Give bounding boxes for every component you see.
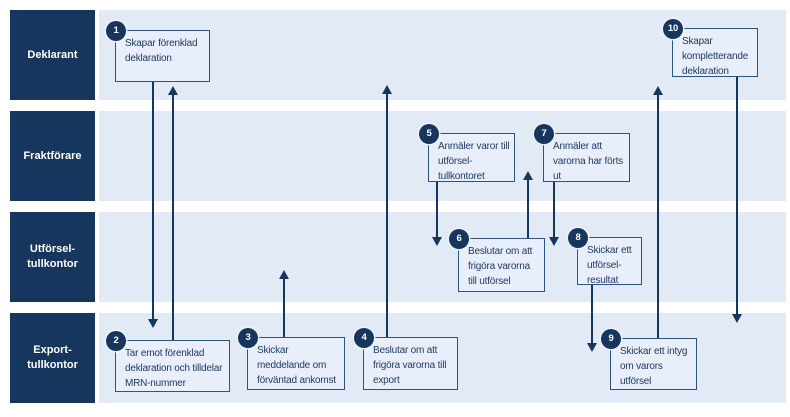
- arrowhead-icon: [278, 270, 289, 279]
- step-2-box: 2 Tar emot förenklad deklaration och til…: [106, 331, 230, 392]
- step-1-box: 1 Skapar förenklad deklaration: [106, 21, 210, 82]
- connector-from-step-7-down: [548, 182, 560, 246]
- connector-from-step-8-down: [586, 285, 598, 352]
- step-9-number-badge: 9: [601, 329, 621, 349]
- step-5-box: 5 Anmäler varor till utförsel-tullkontor…: [419, 124, 515, 182]
- connector-from-step-2-up: [167, 86, 179, 340]
- arrowhead-icon: [548, 237, 559, 246]
- step-5-text: Anmäler varor till utförsel-tullkontoret: [438, 141, 510, 182]
- connector-line: [735, 77, 738, 315]
- step-3-box: 3 Skickar meddelande om förväntad ankoms…: [238, 328, 345, 390]
- step-10-text: Skapar kompletterande deklaration: [682, 36, 749, 77]
- connector-line: [171, 94, 174, 340]
- arrowhead-icon: [431, 237, 442, 246]
- connector-line: [590, 285, 593, 344]
- step-8-number-badge: 8: [568, 228, 588, 248]
- connector-from-step-9-up: [652, 86, 664, 338]
- step-7-number-badge: 7: [534, 124, 554, 144]
- step-9-box: 9 Skickar ett intyg om varors utförsel: [601, 329, 697, 390]
- step-10-box: 10 Skapar kompletterande deklaration: [663, 19, 758, 77]
- step-9-text: Skickar ett intyg om varors utförsel: [620, 346, 688, 387]
- step-4-text: Beslutar om att frigöra varorna till exp…: [373, 345, 447, 386]
- connector-from-step-10-down: [731, 77, 743, 323]
- connector-line: [435, 182, 438, 238]
- connector-line: [282, 278, 285, 337]
- lane-track: [99, 212, 786, 302]
- connector-line: [385, 93, 388, 337]
- arrowhead-icon: [381, 85, 392, 94]
- step-4-box: 4 Beslutar om att frigöra varorna till e…: [354, 328, 458, 390]
- step-3-text: Skickar meddelande om förväntad ankomst: [257, 345, 336, 386]
- arrowhead-icon: [586, 343, 597, 352]
- step-4-number-badge: 4: [354, 328, 374, 348]
- connector-from-step-4-up: [381, 85, 393, 337]
- lane-label-utforsel: Utförsel- tullkontor: [10, 212, 95, 302]
- connector-line: [151, 82, 154, 320]
- connector-from-step-5-down: [431, 182, 443, 246]
- connector-from-step-3-up: [278, 270, 290, 337]
- lane-label-fraktforare: Fraktförare: [10, 111, 95, 201]
- lane-utforsel: Utförsel- tullkontor: [10, 212, 786, 302]
- connector-line: [526, 179, 529, 238]
- lane-fraktforare: Fraktförare: [10, 111, 786, 201]
- step-6-box: 6 Beslutar om att frigöra varorna till u…: [449, 229, 545, 292]
- step-6-text: Beslutar om att frigöra varorna till utf…: [468, 246, 533, 287]
- step-2-number-badge: 2: [106, 331, 126, 351]
- arrowhead-icon: [522, 171, 533, 180]
- step-7-text: Anmäler att varorna har förts ut: [553, 141, 623, 182]
- step-1-number-badge: 1: [106, 21, 126, 41]
- connector-line: [552, 182, 555, 238]
- arrowhead-icon: [652, 86, 663, 95]
- step-7-box: 7 Anmäler att varorna har förts ut: [534, 124, 630, 182]
- arrowhead-icon: [147, 319, 158, 328]
- lane-label-deklarant: Deklarant: [10, 10, 95, 100]
- arrowhead-icon: [167, 86, 178, 95]
- step-1-text: Skapar förenklad deklaration: [125, 38, 198, 64]
- connector-line: [656, 94, 659, 338]
- step-5-number-badge: 5: [419, 124, 439, 144]
- step-3-number-badge: 3: [238, 328, 258, 348]
- arrowhead-icon: [731, 314, 742, 323]
- step-6-number-badge: 6: [449, 229, 469, 249]
- connector-from-step-1-down: [147, 82, 159, 328]
- step-2-text: Tar emot förenklad deklaration och tilld…: [125, 348, 223, 389]
- lane-label-export: Export- tullkontor: [10, 313, 95, 403]
- step-8-box: 8 Skickar ett utförsel-resultat: [568, 228, 642, 286]
- step-10-number-badge: 10: [663, 19, 683, 39]
- step-8-text: Skickar ett utförsel-resultat: [587, 245, 632, 286]
- connector-from-step-6-up: [522, 171, 534, 238]
